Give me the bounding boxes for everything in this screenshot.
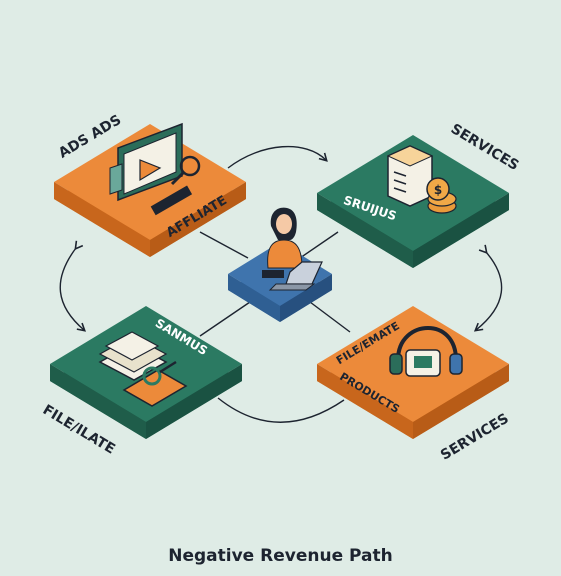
node-center <box>228 207 332 322</box>
person-laptop-icon <box>262 207 323 291</box>
books-icon <box>98 331 188 407</box>
node-top-right: $ <box>317 135 509 268</box>
svg-text:$: $ <box>434 183 442 197</box>
flow-arrows <box>59 145 503 423</box>
connector-lines <box>199 231 351 337</box>
diagram-caption: Negative Revenue Path <box>168 546 393 566</box>
server-coins-icon: $ <box>386 145 457 214</box>
headphones-icon <box>389 325 463 377</box>
node-top-left <box>54 122 246 257</box>
node-bottom-right <box>317 306 509 439</box>
video-monitor-icon <box>109 122 201 216</box>
node-bottom-left <box>50 306 242 439</box>
